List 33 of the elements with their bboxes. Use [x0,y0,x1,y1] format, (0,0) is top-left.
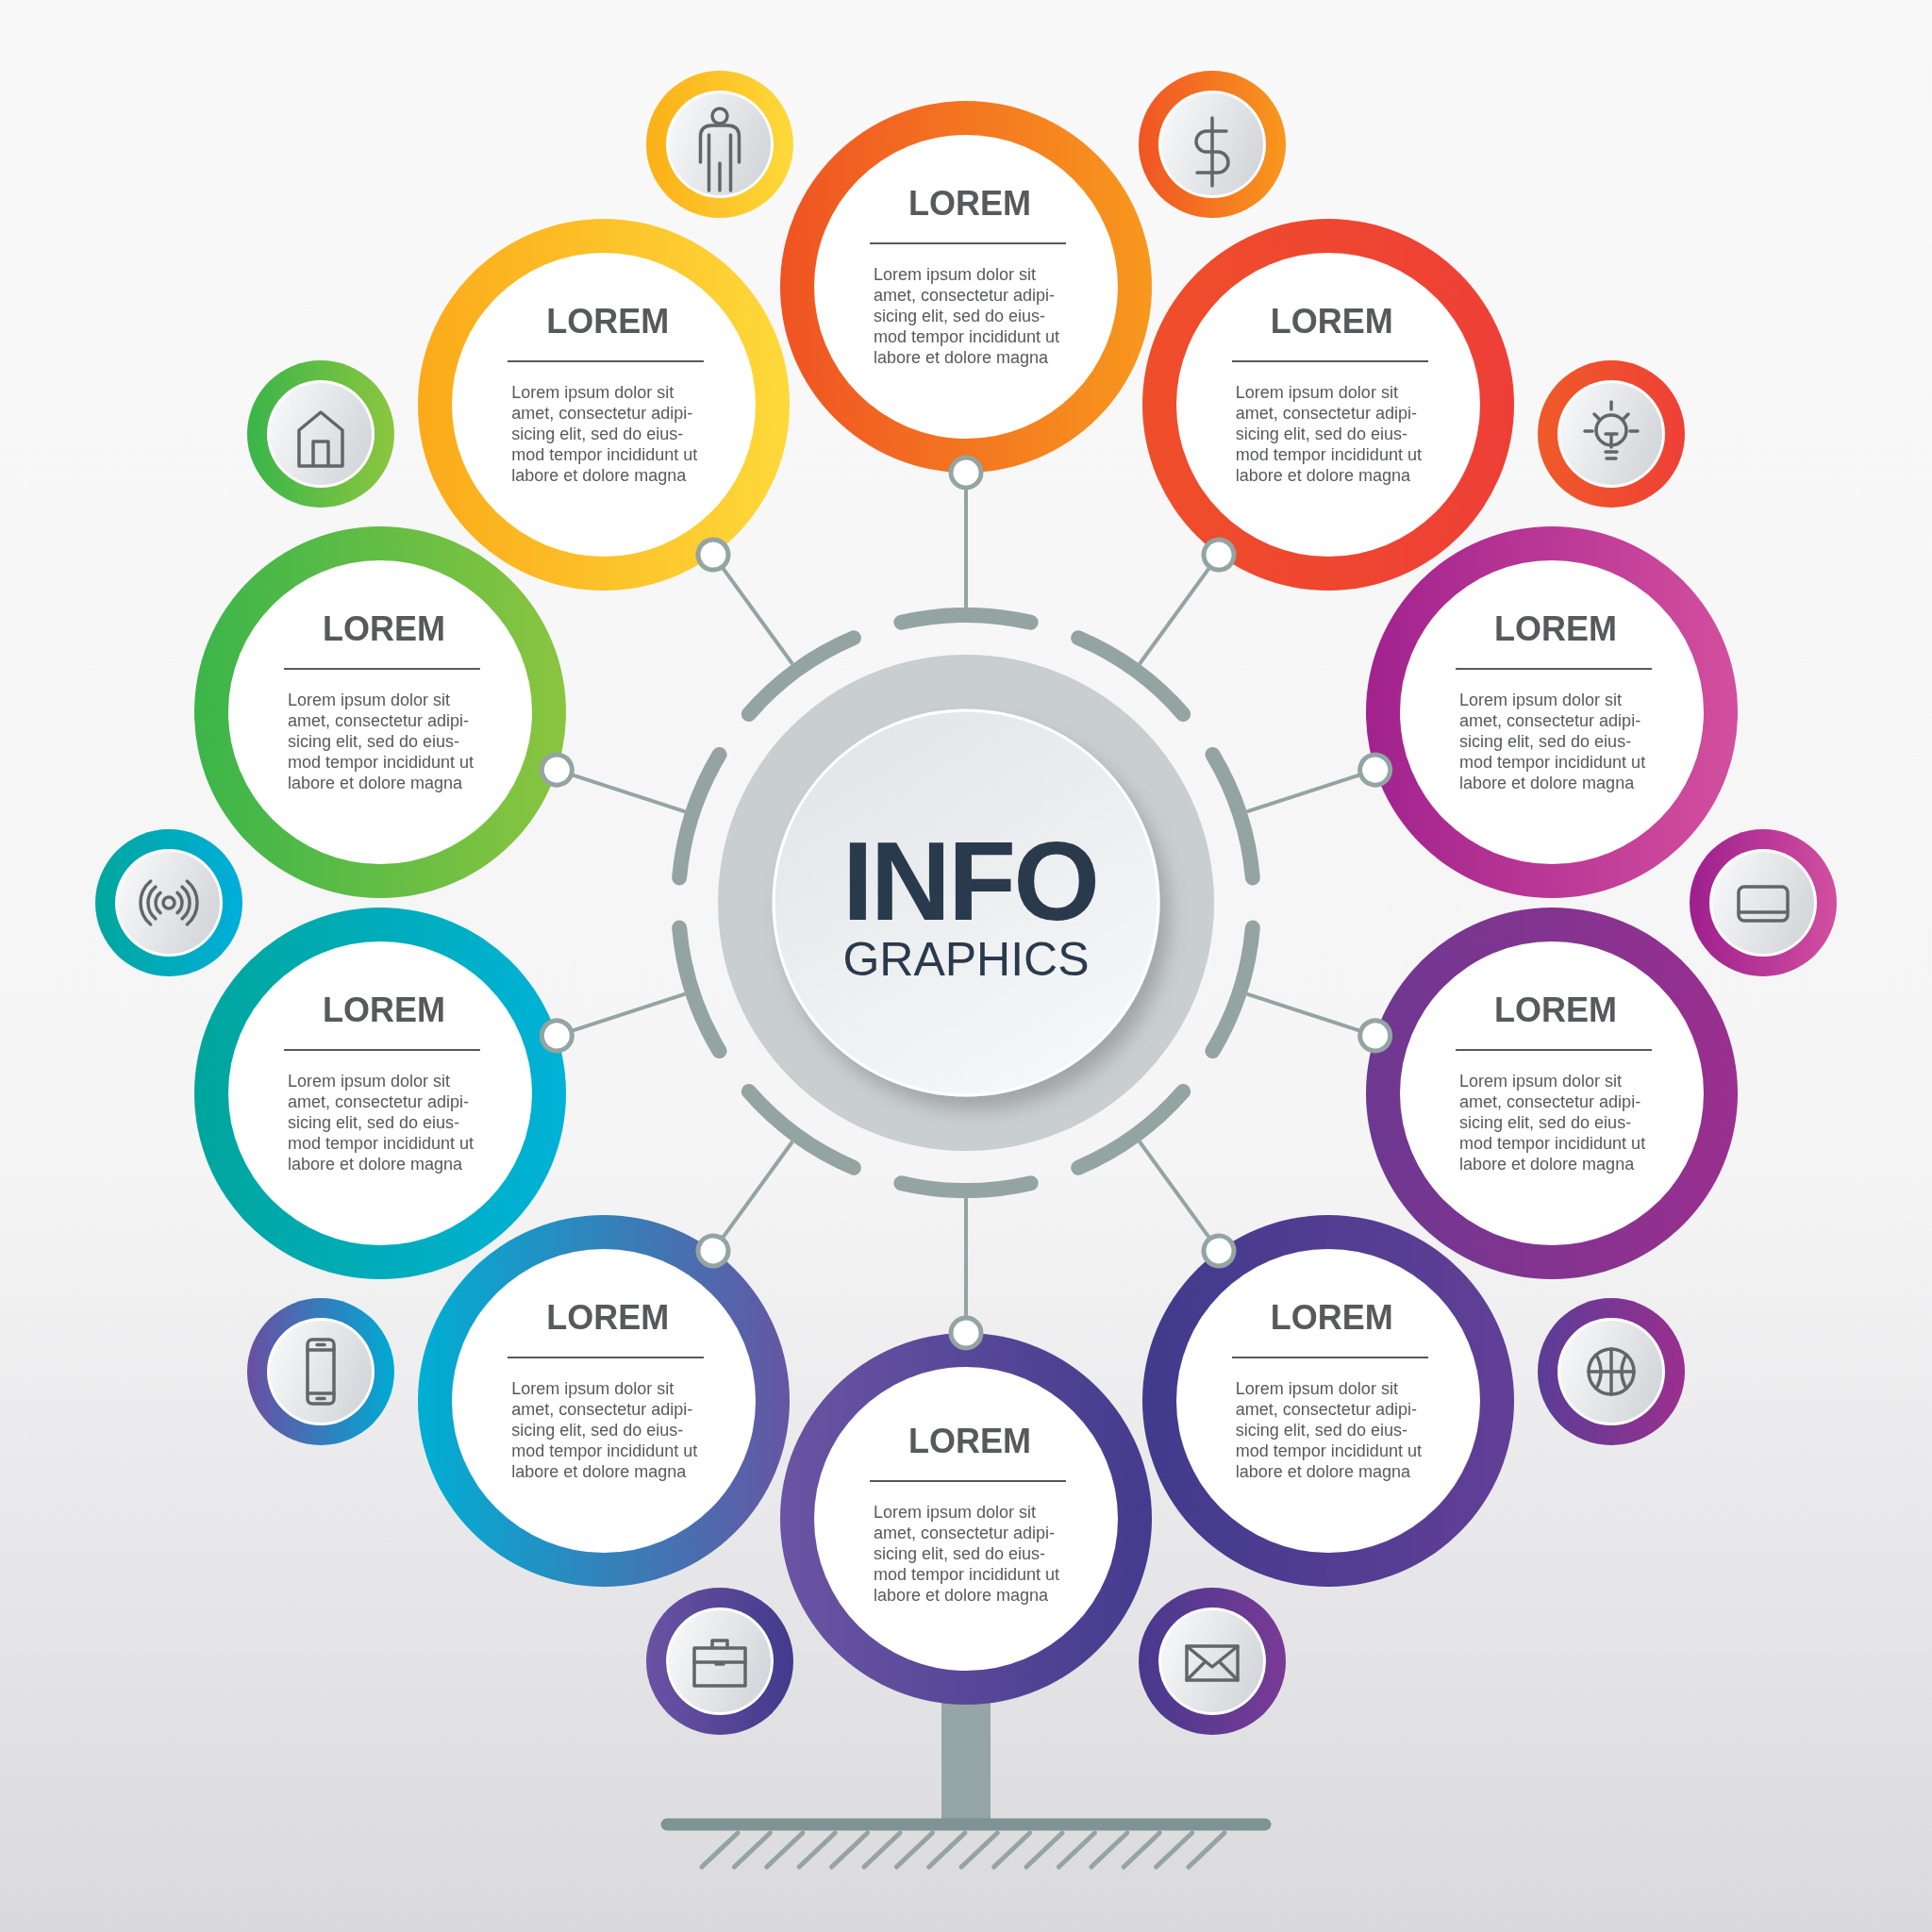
circle-heading: LOREM [322,991,445,1029]
hub-title: INFO [842,825,1097,937]
body-text: Lorem ipsum dolor sit amet, consectetur adipi- sicing elit, sed do eius- mod tempor incididunt ut labore et dolore magna [1459,1070,1647,1174]
circle-heading: LOREM [1494,610,1618,649]
body-text: Lorem ipsum dolor sit amet, consectetur adipi- sicing elit, sed do eius- mod tempor incididunt ut labore et dolore magna [874,264,1061,368]
connector-line [1246,991,1393,1054]
circle-heading: LOREM [546,302,670,341]
body-text: Lorem ipsum dolor sit amet, consectetur adipi- sicing elit, sed do eius- mod tempor incididunt ut labore et dolore magna [287,1070,475,1174]
connector-line [1138,537,1237,665]
body-text: Lorem ipsum dolor sit amet, consectetur adipi- sicing elit, sed do eius- mod tempor incididunt ut labore et dolore magna [1235,381,1423,486]
connector-line [695,537,794,665]
body-text: Lorem ipsum dolor sit amet, consectetur adipi- sicing elit, sed do eius- mod tempor incididunt ut labore et dolore magna [874,1502,1061,1606]
connector-line [1246,752,1393,814]
body-text: Lorem ipsum dolor sit amet, consectetur adipi- sicing elit, sed do eius- mod tempor incididunt ut labore et dolore magna [511,1378,699,1483]
connector-line [539,752,686,814]
body-text: Lorem ipsum dolor sit amet, consectetur adipi- sicing elit, sed do eius- mod tempor incididunt ut labore et dolore magna [287,690,475,794]
connector-line [695,1141,794,1269]
body-text: Lorem ipsum dolor sit amet, consectetur adipi- sicing elit, sed do eius- mod tempor incididunt ut labore et dolore magna [1235,1378,1423,1483]
circle-heading: LOREM [1270,302,1393,341]
connector-line [948,455,984,608]
hub-subtitle: GRAPHICS [842,936,1090,983]
connector-line [1138,1141,1237,1269]
circle-heading: LOREM [322,610,445,649]
body-text: Lorem ipsum dolor sit amet, consectetur adipi- sicing elit, sed do eius- mod tempor incididunt ut labore et dolore magna [1459,690,1647,794]
hub-circle [671,608,1261,1198]
circle-heading: LOREM [908,185,1031,223]
connector-line [948,1198,984,1351]
circle-heading: LOREM [546,1299,670,1338]
circle-heading: LOREM [908,1423,1031,1460]
body-text: Lorem ipsum dolor sit amet, consectetur adipi- sicing elit, sed do eius- mod tempor incididunt ut labore et dolore magna [511,381,699,486]
connector-line [539,991,686,1054]
circle-heading: LOREM [1494,991,1618,1029]
circle-heading: LOREM [1270,1299,1393,1338]
